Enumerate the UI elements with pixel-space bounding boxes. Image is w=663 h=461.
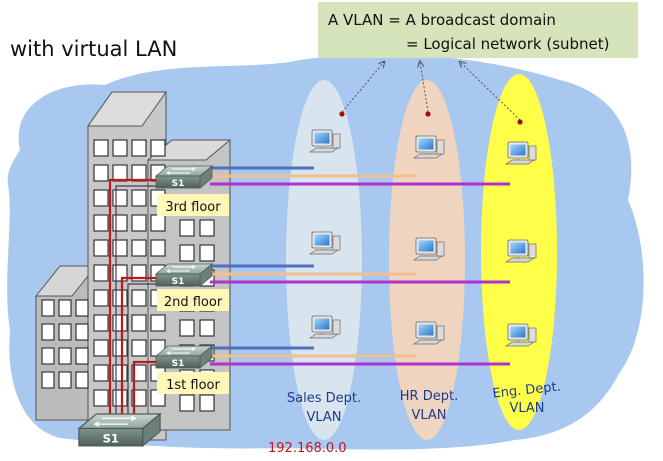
- svg-text:HR Dept.: HR Dept.: [400, 389, 458, 404]
- definition-arrows: [341, 62, 521, 121]
- building-window: [112, 164, 128, 182]
- eng-anchor-dot: [517, 119, 523, 125]
- building-window: [41, 371, 55, 389]
- building-window: [93, 264, 109, 282]
- building-window: [75, 323, 89, 341]
- floor-label-2: 2nd floor: [157, 289, 229, 311]
- building-window: [93, 214, 109, 232]
- building-window: [93, 239, 109, 257]
- svg-text:A VLAN = A broadcast domain: A VLAN = A broadcast domain: [328, 11, 556, 29]
- building-window: [75, 347, 89, 365]
- building-window: [199, 319, 215, 337]
- building-window: [112, 214, 128, 232]
- building-window: [75, 299, 89, 317]
- building-window: [150, 214, 166, 232]
- svg-text:VLAN: VLAN: [306, 410, 341, 425]
- switch-icon: [78, 413, 161, 447]
- hr-vlan-label: HR Dept. VLAN: [400, 389, 458, 423]
- hr-anchor-dot: [425, 111, 431, 117]
- building-window: [41, 347, 55, 365]
- building-window: [93, 139, 109, 157]
- building-window: [58, 323, 72, 341]
- svg-text:VLAN: VLAN: [509, 401, 544, 416]
- building-window: [93, 364, 109, 382]
- building-window: [58, 347, 72, 365]
- building-window: [179, 319, 195, 337]
- building-window: [131, 239, 147, 257]
- floor-switch-1: S1: [155, 345, 213, 369]
- building-window: [150, 139, 166, 157]
- building-window: [41, 323, 55, 341]
- sales-vlan-label: Sales Dept. VLAN: [287, 391, 361, 425]
- base-switch: S1: [78, 413, 161, 447]
- building-window: [112, 289, 128, 307]
- building-window: [179, 394, 195, 412]
- building-window: [131, 314, 147, 332]
- building-window: [58, 299, 72, 317]
- svg-text:2nd floor: 2nd floor: [164, 295, 223, 310]
- building-window: [112, 339, 128, 357]
- building-window: [41, 299, 55, 317]
- svg-text:S1: S1: [172, 277, 185, 287]
- building-window: [58, 371, 72, 389]
- subnet-label: 192.168.0.0: [268, 441, 347, 456]
- building-window: [93, 289, 109, 307]
- building-window: [199, 394, 215, 412]
- svg-text:Eng. Dept.: Eng. Dept.: [492, 379, 562, 401]
- slide-title: with virtual LAN: [10, 37, 177, 61]
- building-window: [131, 364, 147, 382]
- svg-text:S1: S1: [172, 359, 185, 369]
- building-window: [131, 189, 147, 207]
- svg-text:Sales Dept.: Sales Dept.: [287, 391, 361, 406]
- building-window: [93, 389, 109, 407]
- svg-text:1st floor: 1st floor: [166, 378, 220, 393]
- building-window: [93, 164, 109, 182]
- building-window: [93, 339, 109, 357]
- floor-switch-3: S1: [155, 165, 213, 189]
- uplinks-dark: [115, 185, 168, 422]
- building-window: [112, 314, 128, 332]
- building-window: [150, 314, 166, 332]
- building-window: [112, 189, 128, 207]
- building-window: [131, 389, 147, 407]
- building-window: [75, 371, 89, 389]
- building-window: [199, 244, 215, 262]
- vlan-definition-box: A VLAN = A broadcast domain = Logical ne…: [318, 2, 638, 58]
- building-window: [112, 139, 128, 157]
- building-window: [131, 139, 147, 157]
- eng-vlan-label: Eng. Dept. VLAN: [492, 379, 562, 416]
- building-window: [199, 219, 215, 237]
- building-window: [93, 189, 109, 207]
- svg-text:S1: S1: [103, 431, 119, 445]
- floor-switch-2: S1: [155, 263, 213, 287]
- floor-label-1: 1st floor: [157, 372, 229, 394]
- building-window: [112, 239, 128, 257]
- building-window: [179, 219, 195, 237]
- building-window: [131, 214, 147, 232]
- building-window: [131, 289, 147, 307]
- building-window: [112, 364, 128, 382]
- sales-vlan-ellipse: [286, 80, 362, 440]
- building-window: [179, 244, 195, 262]
- svg-text:S1: S1: [172, 179, 185, 189]
- building-window: [150, 239, 166, 257]
- svg-text:= Logical network (subnet): = Logical network (subnet): [406, 35, 610, 53]
- floor-label-3: 3rd floor: [157, 194, 229, 216]
- svg-text:3rd floor: 3rd floor: [165, 200, 221, 215]
- building-window: [131, 164, 147, 182]
- vlan-links: [210, 166, 510, 366]
- building-window: [131, 339, 147, 357]
- sales-anchor-dot: [339, 111, 345, 117]
- building-window: [112, 389, 128, 407]
- building-window: [93, 314, 109, 332]
- svg-text:VLAN: VLAN: [411, 408, 446, 423]
